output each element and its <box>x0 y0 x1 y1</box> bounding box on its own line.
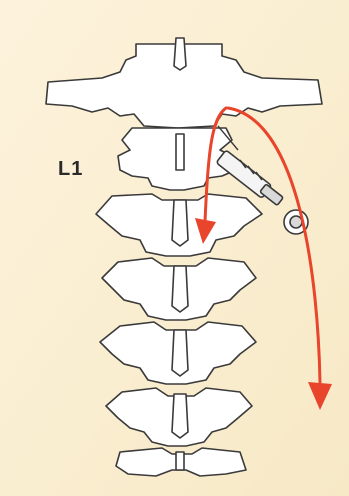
vertebra-label-l1: L1 <box>58 158 83 181</box>
